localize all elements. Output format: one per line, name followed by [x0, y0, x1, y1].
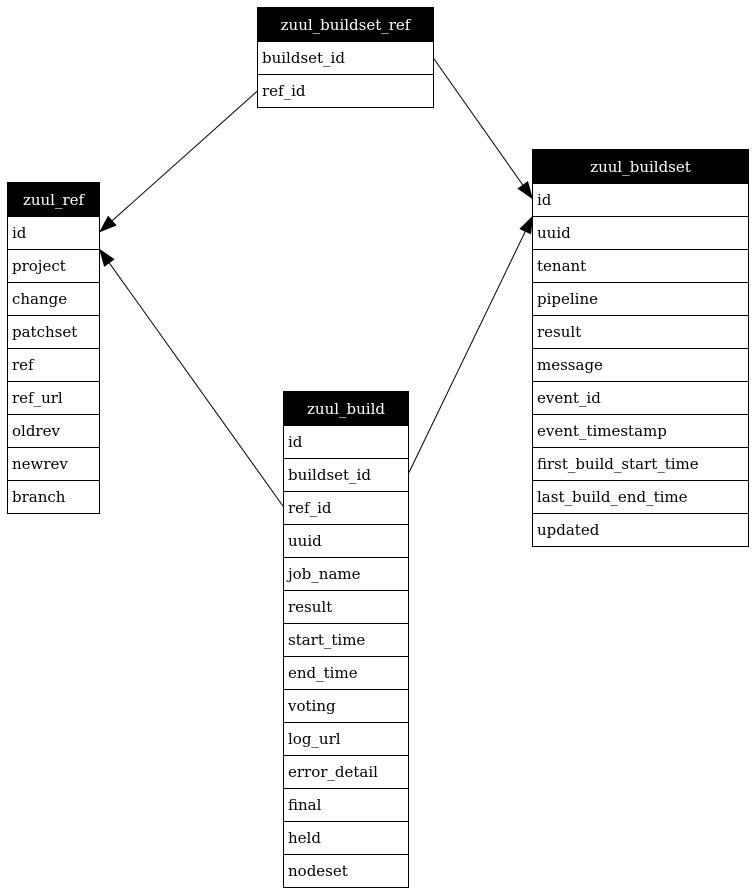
- field-row: nodeset: [284, 854, 408, 887]
- field-row: updated: [533, 513, 748, 546]
- table-field-list: id uuid tenant pipeline result message e…: [533, 183, 748, 546]
- field-row: ref_url: [8, 381, 99, 414]
- field-row: branch: [8, 480, 99, 513]
- field-row: tenant: [533, 249, 748, 282]
- field-row: id: [533, 183, 748, 216]
- field-row: job_name: [284, 557, 408, 590]
- field-row: id: [8, 216, 99, 249]
- field-row: voting: [284, 689, 408, 722]
- table-zuul-buildset-ref: zuul_buildset_ref buildset_id ref_id: [257, 7, 434, 108]
- field-row: patchset: [8, 315, 99, 348]
- table-zuul-buildset: zuul_buildset id uuid tenant pipeline re…: [532, 149, 749, 547]
- field-row: event_timestamp: [533, 414, 748, 447]
- table-zuul-ref: zuul_ref id project change patchset ref …: [7, 182, 100, 514]
- field-row: id: [284, 425, 408, 458]
- field-row: end_time: [284, 656, 408, 689]
- field-row: oldrev: [8, 414, 99, 447]
- relationship-edge: [98, 90, 259, 233]
- field-row: newrev: [8, 447, 99, 480]
- relationship-edge: [98, 248, 285, 508]
- field-row: buildset_id: [284, 458, 408, 491]
- field-row: start_time: [284, 623, 408, 656]
- field-row: message: [533, 348, 748, 381]
- table-field-list: buildset_id ref_id: [258, 41, 433, 107]
- field-row: pipeline: [533, 282, 748, 315]
- field-row: held: [284, 821, 408, 854]
- field-row: uuid: [284, 524, 408, 557]
- field-row: change: [8, 282, 99, 315]
- field-row: result: [284, 590, 408, 623]
- field-row: log_url: [284, 722, 408, 755]
- field-row: last_build_end_time: [533, 480, 748, 513]
- field-row: error_detail: [284, 755, 408, 788]
- table-field-list: id project change patchset ref ref_url o…: [8, 216, 99, 513]
- field-row: ref_id: [284, 491, 408, 524]
- relationship-edge: [432, 57, 534, 200]
- field-row: first_build_start_time: [533, 447, 748, 480]
- field-row: uuid: [533, 216, 748, 249]
- table-field-list: id buildset_id ref_id uuid job_name resu…: [284, 425, 408, 887]
- table-title: zuul_ref: [8, 183, 99, 216]
- table-title: zuul_build: [284, 392, 408, 425]
- table-title: zuul_buildset: [533, 150, 748, 183]
- field-row: result: [533, 315, 748, 348]
- table-title: zuul_buildset_ref: [258, 8, 433, 41]
- field-row: buildset_id: [258, 41, 433, 74]
- field-row: final: [284, 788, 408, 821]
- field-row: ref_id: [258, 74, 433, 107]
- field-row: ref: [8, 348, 99, 381]
- table-zuul-build: zuul_build id buildset_id ref_id uuid jo…: [283, 391, 409, 888]
- field-row: event_id: [533, 381, 748, 414]
- field-row: project: [8, 249, 99, 282]
- relationship-edge: [407, 215, 534, 475]
